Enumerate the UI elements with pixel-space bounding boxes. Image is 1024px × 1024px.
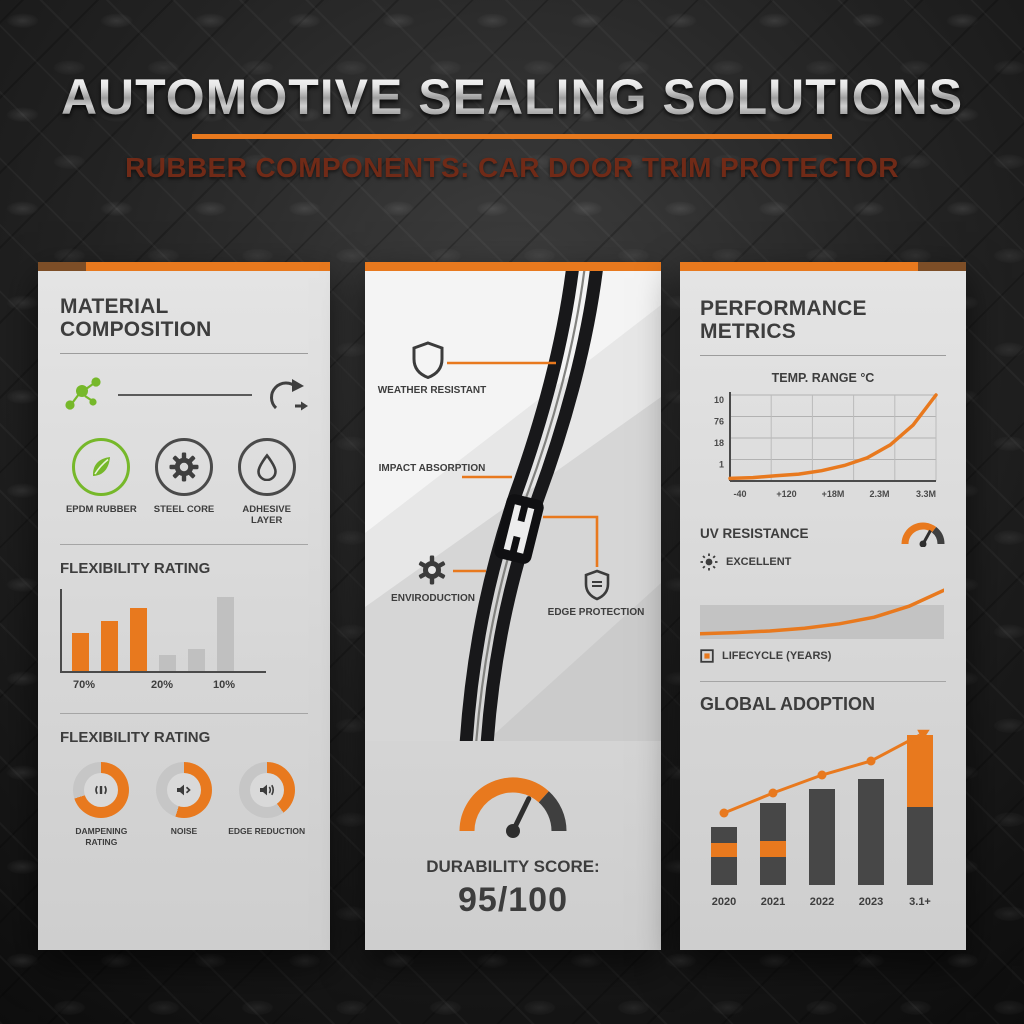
title-underline <box>192 134 832 139</box>
rating-gauge-item: EDGE REDUCTION <box>225 762 308 847</box>
svg-text:1: 1 <box>719 460 724 470</box>
material-item: ADHESIVE LAYER <box>225 438 308 526</box>
trim-profile-graphic: WEATHER RESISTANT IMPACT ABSORPTION ENVI… <box>365 271 661 741</box>
material-label: STEEL CORE <box>153 504 215 516</box>
adoption-title: GLOBAL ADOPTION <box>700 694 875 715</box>
flex-bar <box>101 621 118 672</box>
material-item: STEEL CORE <box>143 438 226 526</box>
tick-label: 10% <box>212 679 236 692</box>
divider <box>60 544 308 546</box>
durability-section: DURABILITY SCORE: 95/100 <box>365 769 661 920</box>
durability-gauge-icon <box>459 777 567 838</box>
svg-text:2022: 2022 <box>810 896 834 908</box>
divider <box>700 681 946 683</box>
svg-text:2020: 2020 <box>712 896 736 908</box>
page-subtitle: RUBBER COMPONENTS: CAR DOOR TRIM PROTECT… <box>125 152 899 183</box>
global-adoption-chart: 2020 2021 2022 2023 3.1+ <box>711 729 933 908</box>
corner-accent <box>38 262 86 271</box>
svg-text:3.3M: 3.3M <box>916 489 936 499</box>
uv-resistance-row: UV RESISTANCE <box>700 519 946 548</box>
svg-text:+120: +120 <box>776 489 796 499</box>
material-title-block: MATERIAL COMPOSITION <box>60 295 308 355</box>
door-trim-illustration <box>365 271 661 741</box>
lifecycle-label: LIFECYCLE (YEARS) <box>722 650 832 663</box>
callout-label: ENVIRODUCTION <box>391 593 475 604</box>
flex-bar <box>130 608 147 672</box>
svg-text:10: 10 <box>714 395 724 405</box>
tick-label: 70% <box>72 679 96 692</box>
shield-badge-icon <box>583 569 611 601</box>
material-composition-panel: MATERIAL COMPOSITION E <box>38 262 330 950</box>
rating-gauge-item: NOISE <box>143 762 226 847</box>
svg-text:2021: 2021 <box>761 896 785 908</box>
uv-rating-value: EXCELLENT <box>726 556 792 569</box>
material-label: EPDM RUBBER <box>65 504 137 516</box>
material-flow <box>60 374 308 416</box>
uv-gauge-icon <box>901 522 945 548</box>
performance-title: PERFORMANCE METRICS <box>700 297 867 344</box>
flexibility-title: FLEXIBILITY RATING <box>60 560 211 578</box>
tick-label: 20% <box>150 679 174 692</box>
volume-icon <box>249 773 284 808</box>
ratings-title: FLEXIBILITY RATING <box>60 729 211 747</box>
rating-label: EDGE REDUCTION <box>228 826 306 837</box>
page-title: AUTOMOTIVE SEALING SOLUTIONS <box>0 72 1024 122</box>
flex-bar <box>159 655 176 672</box>
droplet-icon <box>237 438 296 497</box>
material-item: EPDM RUBBER <box>60 438 143 526</box>
flex-bar <box>72 633 89 672</box>
donut-gauge <box>238 762 295 819</box>
lifecycle-area-chart <box>700 588 944 640</box>
header: AUTOMOTIVE SEALING SOLUTIONS RUBBER COMP… <box>0 72 1024 184</box>
connector-line <box>118 394 252 397</box>
sun-icon <box>700 553 718 571</box>
lifecycle-icon <box>700 649 714 663</box>
flexibility-bar-chart <box>60 589 266 674</box>
svg-text:+18M: +18M <box>822 489 845 499</box>
durability-score: 95/100 <box>458 881 568 919</box>
svg-text:3.1+: 3.1+ <box>909 896 931 908</box>
leaf-icon <box>72 438 131 497</box>
gear-icon <box>417 555 447 585</box>
gear-icon <box>155 438 213 497</box>
flexibility-tick-labels: 70% 20% 10% <box>60 679 308 695</box>
svg-text:2.3M: 2.3M <box>869 489 889 499</box>
rating-gauges-row: DAMPENING RATING NOISE <box>60 762 308 847</box>
callout-label: WEATHER RESISTANT <box>377 385 487 396</box>
molecule-icon <box>65 377 101 410</box>
svg-text:76: 76 <box>714 417 724 427</box>
uv-rating-row: EXCELLENT <box>700 553 946 571</box>
callout-label: IMPACT ABSORPTION <box>378 463 486 474</box>
shield-icon <box>411 341 445 379</box>
speaker-arrow-icon <box>167 773 201 808</box>
trim-profile-panel: WEATHER RESISTANT IMPACT ABSORPTION ENVI… <box>365 262 661 950</box>
donut-gauge <box>156 762 212 819</box>
rating-label: DAMPENING RATING <box>75 826 128 847</box>
donut-gauge <box>73 762 130 819</box>
svg-text:-40: -40 <box>733 489 746 499</box>
flex-bar <box>217 597 234 672</box>
svg-text:2023: 2023 <box>859 896 883 908</box>
rating-gauge-item: DAMPENING RATING <box>60 762 143 847</box>
transform-arrow-icon <box>270 379 308 411</box>
callout-label: EDGE PROTECTION <box>547 607 645 618</box>
performance-title-block: PERFORMANCE METRICS <box>700 297 946 357</box>
temp-range-chart: 10 76 18 1 -40 +120 +18M 2.3M 3.3M <box>714 392 938 499</box>
corner-accent <box>918 262 966 271</box>
temp-chart-title: TEMP. RANGE °C <box>771 371 875 386</box>
material-title: MATERIAL COMPOSITION <box>60 295 212 342</box>
durability-label: DURABILITY SCORE: <box>426 857 600 876</box>
material-label: ADHESIVE LAYER <box>242 504 291 527</box>
lifecycle-row: LIFECYCLE (YEARS) <box>700 649 946 663</box>
svg-text:18: 18 <box>714 438 724 448</box>
divider <box>60 713 308 715</box>
rating-label: NOISE <box>170 826 198 837</box>
flex-bar <box>188 649 205 672</box>
materials-row: EPDM RUBBER <box>60 438 308 526</box>
uv-resistance-label: UV RESISTANCE <box>700 525 809 541</box>
soundwave-icon <box>84 773 119 808</box>
